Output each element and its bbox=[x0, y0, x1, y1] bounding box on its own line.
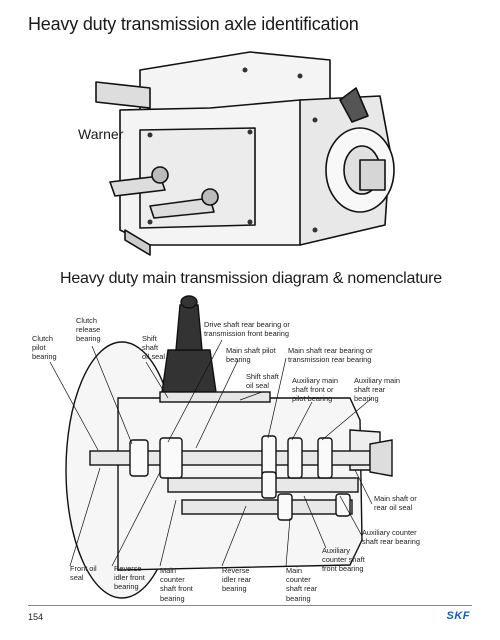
label-main-shaft-rear-bearing: Main shaft rear bearing or transmission … bbox=[288, 346, 373, 365]
label-auxiliary-counter-shaft-rear: Auxiliary counter shaft rear bearing bbox=[362, 528, 420, 547]
page-title: Heavy duty transmission axle identificat… bbox=[28, 14, 359, 34]
footer-rule bbox=[28, 605, 472, 606]
label-front-oil-seal: Front oil seal bbox=[70, 564, 97, 583]
label-main-shaft-rear-oil-seal: Main shaft or rear oil seal bbox=[374, 494, 417, 513]
label-main-shaft-pilot-bearing: Main shaft pilot bearing bbox=[226, 346, 276, 365]
label-auxiliary-main-shaft-front: Auxiliary main shaft front or pilot bear… bbox=[292, 376, 339, 404]
label-drive-shaft-rear-bearing: Drive shaft rear bearing or transmission… bbox=[204, 320, 290, 339]
skf-logo: SKF bbox=[446, 610, 470, 622]
label-main-counter-shaft-front: Main counter shaft front bearing bbox=[160, 566, 193, 603]
page-number: 154 bbox=[28, 612, 44, 622]
label-shift-shaft-oil-seal-top: Shift shaft oil seal bbox=[142, 334, 166, 362]
label-reverse-idler-front: Reverse idler front bearing bbox=[114, 564, 145, 592]
label-reverse-idler-rear: Reverse idler rear bearing bbox=[222, 566, 252, 594]
diagram-subtitle: Heavy duty main transmission diagram & n… bbox=[60, 270, 442, 287]
label-main-counter-shaft-rear: Main counter shaft rear bearing bbox=[286, 566, 318, 603]
warner-label: Warner bbox=[78, 126, 124, 142]
label-shift-shaft-oil-seal: Shift shaft oil seal bbox=[246, 372, 279, 391]
label-clutch-pilot-bearing: Clutch pilot bearing bbox=[32, 334, 57, 362]
label-auxiliary-main-shaft-rear: Auxiliary main shaft rear bearing bbox=[354, 376, 401, 404]
label-clutch-release-bearing: Clutch release bearing bbox=[76, 316, 101, 344]
label-auxiliary-counter-shaft-front: Auxiliary counter shaft front bearing bbox=[322, 546, 365, 574]
